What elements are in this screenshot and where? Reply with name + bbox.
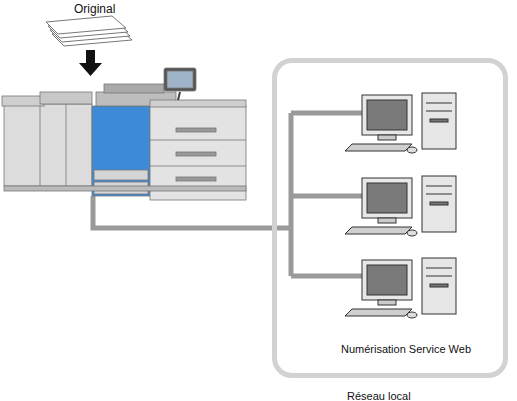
- paper-stack: [46, 16, 132, 46]
- box-heading: Réseau local: [347, 390, 411, 401]
- feed-arrow: [79, 50, 102, 76]
- printer-illustration: [2, 68, 246, 200]
- computer-symbol: [345, 258, 456, 318]
- computer-symbol: [345, 93, 456, 153]
- box-text: Numérisation Service Web: [341, 343, 471, 355]
- part-label: Original: [74, 2, 115, 16]
- network-box: Numérisation Service WebRéseau local: [272, 58, 508, 378]
- computer-symbol: [345, 176, 456, 236]
- computer-group: [345, 93, 456, 318]
